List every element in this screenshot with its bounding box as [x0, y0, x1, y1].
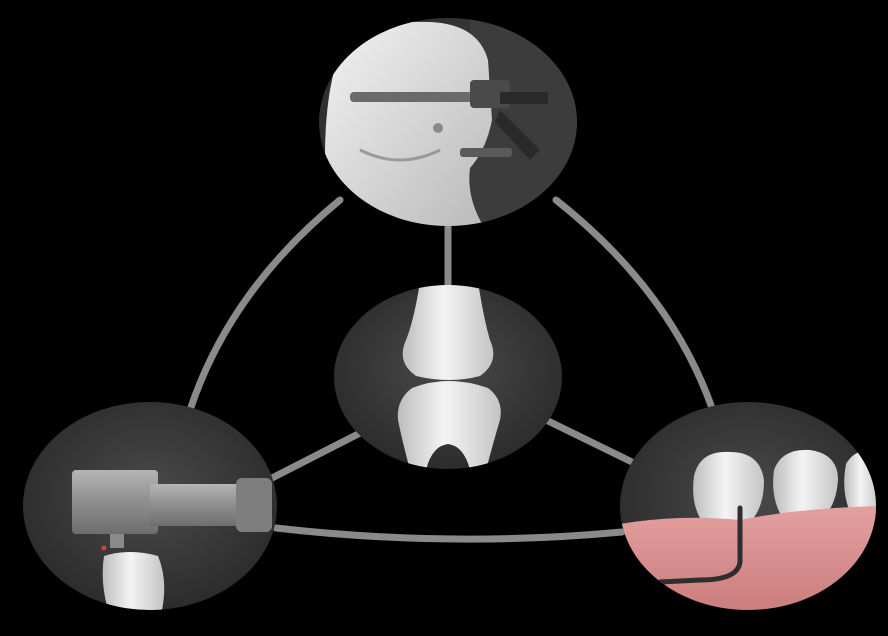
edge-handpiece-gum-probe: [276, 528, 622, 539]
handpiece-node: [23, 402, 277, 610]
edge-tooth-contact-handpiece: [272, 432, 362, 478]
edge-face-handpiece: [190, 200, 340, 410]
face-with-loupe-icon: [325, 18, 590, 230]
edge-tooth-contact-gum-probe: [542, 418, 632, 462]
gum-probe-node: [620, 402, 880, 620]
face-node: [319, 18, 590, 230]
edge-face-gum-probe: [556, 200, 712, 408]
tooth-contact-node: [334, 282, 562, 470]
